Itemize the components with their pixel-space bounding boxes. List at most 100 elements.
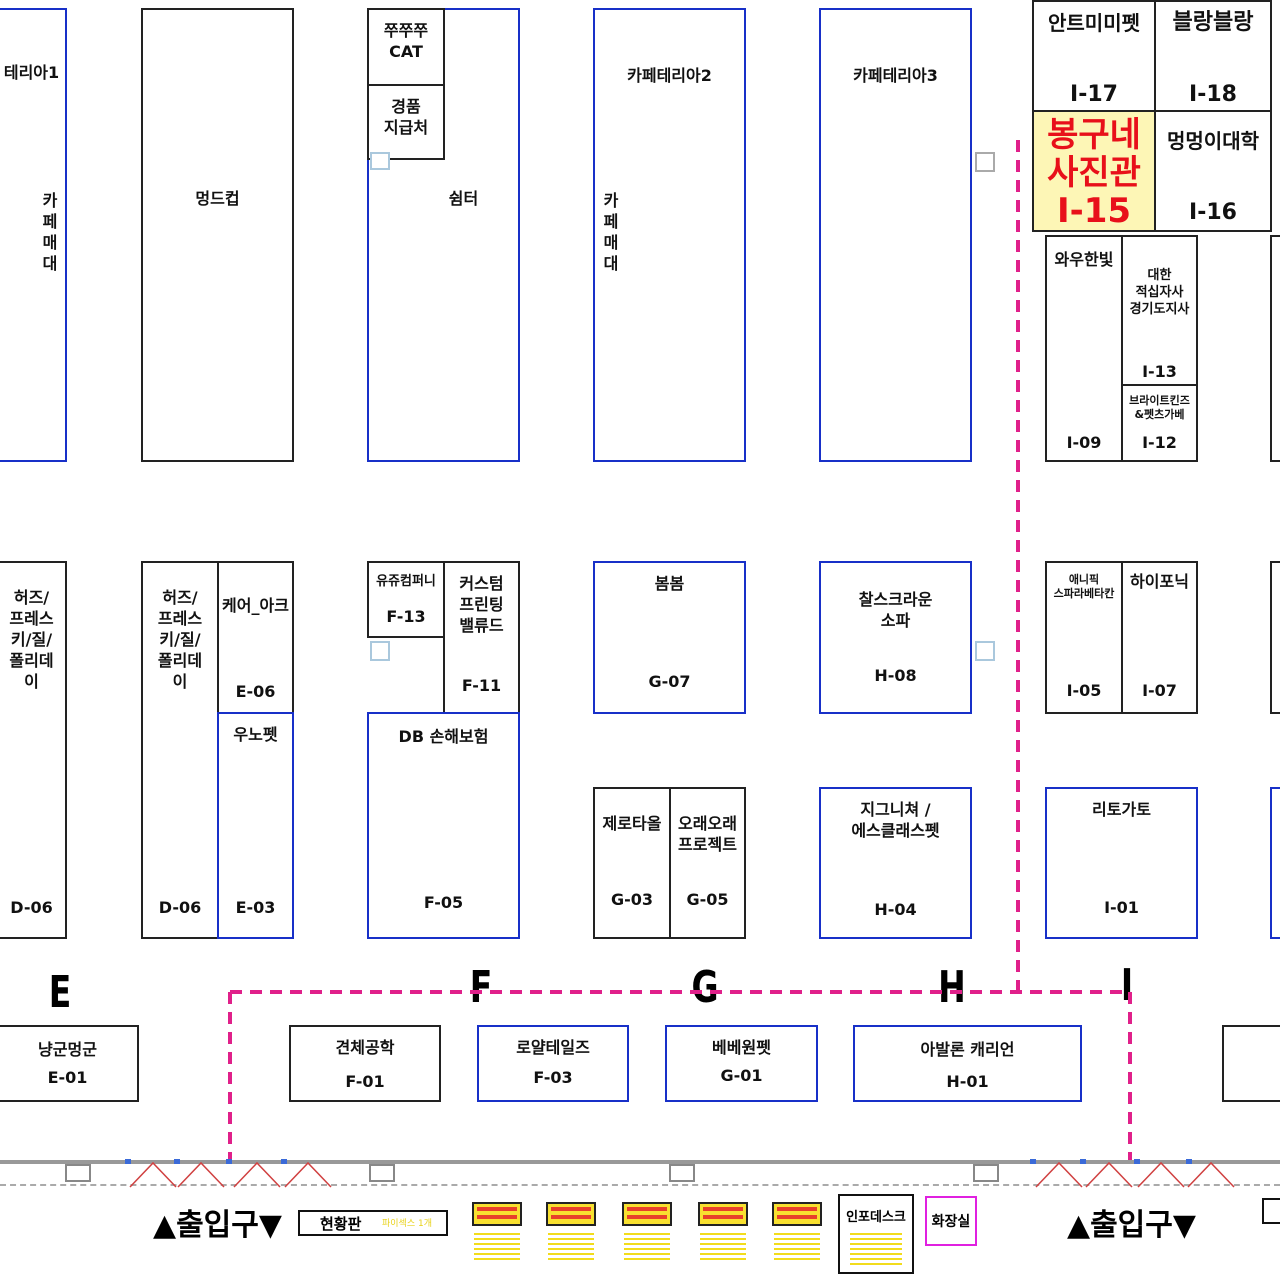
- booth-e03[interactable]: 우노펫 E-03: [217, 712, 294, 939]
- booth-name: 경품 지급처: [383, 97, 429, 137]
- booth-id: I-12: [1142, 433, 1177, 452]
- booth-i15-highlighted[interactable]: 봉구네 사진관 I-15: [1032, 110, 1156, 232]
- booth-id: F-13: [386, 607, 426, 626]
- booth-id: F-01: [345, 1072, 385, 1091]
- booth-g05[interactable]: 오래오래 프로젝트 G-05: [669, 787, 746, 939]
- booth-counter-label: 카 페 매 대: [42, 191, 58, 273]
- entrance-right-label: ▲출입구▼: [1067, 1208, 1196, 1243]
- booth-id: G-01: [720, 1066, 763, 1085]
- booth-i13[interactable]: 대한 적십자사 경기도지사 I-13: [1121, 235, 1198, 386]
- booth-name: 카페테리아3: [853, 66, 938, 85]
- booth-e01[interactable]: 냥군멍군 E-01: [0, 1025, 139, 1102]
- booth-name: 와우한빛: [1054, 250, 1114, 269]
- booth-name: 봄봄: [654, 574, 685, 593]
- booth-prize-desk[interactable]: 경품 지급처: [367, 84, 445, 160]
- booth-name: 안트미미펫: [1048, 11, 1140, 35]
- info-kiosk-3: [622, 1202, 672, 1262]
- booth-jjujju-cat[interactable]: 쭈쭈쭈 CAT: [367, 8, 445, 86]
- booth-edge-right-3[interactable]: [1270, 787, 1280, 939]
- booth-name: 베베원펫: [712, 1038, 771, 1057]
- booth-id: E-01: [47, 1068, 88, 1087]
- booth-f11[interactable]: 커스텀 프린팅 밸류드 F-11: [443, 561, 520, 714]
- booth-h04[interactable]: 지그니쳐 / 에스클래스펫 H-04: [819, 787, 972, 939]
- booth-edge-bottom-right: [1262, 1198, 1280, 1224]
- booth-name: 우노펫: [233, 725, 278, 744]
- info-desk-notes: [850, 1230, 902, 1268]
- booth-e06[interactable]: 케어_아크 E-06: [217, 561, 294, 714]
- booth-id: G-03: [610, 890, 654, 909]
- entrance-wall: [0, 1160, 1280, 1186]
- booth-i16[interactable]: 멍멍이대학 I-16: [1154, 110, 1272, 232]
- booth-d06[interactable]: 허즈/ 프레스 키/질/ 폴리데 이 D-06: [141, 561, 219, 939]
- booth-id: E-06: [235, 682, 276, 701]
- booth-name: 하이포닉: [1130, 572, 1189, 591]
- booth-edge-right-4[interactable]: [1222, 1025, 1280, 1102]
- info-kiosk-1: [472, 1202, 522, 1262]
- booth-h01[interactable]: 아발론 캐리언 H-01: [853, 1025, 1082, 1102]
- booth-id: G-05: [686, 890, 729, 909]
- booth-d06-left[interactable]: 허즈/ 프레스 키/질/ 폴리데 이 D-06: [0, 561, 67, 939]
- booth-h08[interactable]: 찰스크라운 소파 H-08: [819, 561, 972, 714]
- marker-square: [975, 641, 995, 661]
- booth-name: 멍드컵: [195, 189, 240, 208]
- booth-cafeteria-2[interactable]: 카페테리아2 카 페 매 대: [593, 8, 746, 462]
- booth-i09[interactable]: 와우한빛 I-09: [1045, 235, 1123, 462]
- hall-letter-h: H: [938, 962, 966, 1013]
- booth-id: I-16: [1189, 200, 1237, 225]
- booth-g01[interactable]: 베베원펫 G-01: [665, 1025, 818, 1102]
- booth-id: I-01: [1104, 898, 1139, 917]
- restroom[interactable]: 화장실: [925, 1196, 977, 1246]
- info-desk[interactable]: 인포데스크: [838, 1194, 914, 1274]
- booth-id: E-03: [235, 898, 276, 917]
- booth-edge-right-1[interactable]: [1270, 235, 1280, 462]
- status-board[interactable]: 현황판 파이섹스 1개: [298, 1210, 448, 1236]
- booth-g07[interactable]: 봄봄 G-07: [593, 561, 746, 714]
- booth-f13[interactable]: 유쥬컴퍼니 F-13: [367, 561, 445, 638]
- booth-counter-label: 카 페 매 대: [603, 191, 619, 273]
- booth-name: 유쥬컴퍼니: [376, 574, 436, 589]
- booth-i12[interactable]: 브라이트킨즈 &펫츠가베 I-12: [1121, 384, 1198, 462]
- booth-name: 브라이트킨즈 &펫츠가베: [1129, 394, 1190, 421]
- booth-id: D-06: [10, 898, 53, 917]
- entrance-left-label: ▲출입구▼: [153, 1208, 282, 1243]
- booth-id: H-08: [874, 666, 917, 685]
- booth-name: DB 손해보험: [398, 727, 489, 746]
- booth-name: 멍멍이대학: [1167, 129, 1259, 153]
- booth-i18[interactable]: 블랑블랑 I-18: [1154, 0, 1272, 112]
- booth-name: 테리아1: [3, 63, 60, 82]
- booth-name: 봉구네 사진관: [1047, 115, 1141, 193]
- marker-square: [370, 152, 390, 170]
- booth-f01[interactable]: 견체공학 F-01: [289, 1025, 441, 1102]
- booth-name: 커스텀 프린팅 밸류드: [459, 574, 504, 635]
- status-board-label: 현황판: [320, 1215, 362, 1233]
- booth-i07[interactable]: 하이포닉 I-07: [1121, 561, 1198, 714]
- booth-i17[interactable]: 안트미미펫 I-17: [1032, 0, 1156, 112]
- booth-i05[interactable]: 애니픽 스파라베타칸 I-05: [1045, 561, 1123, 714]
- status-board-note: 파이섹스 1개: [382, 1219, 432, 1229]
- booth-name: 케어_아크: [222, 596, 289, 615]
- info-kiosk-4: [698, 1202, 748, 1262]
- booth-name: 카페테리아2: [627, 66, 712, 85]
- booth-name: 지그니쳐 / 에스클래스펫: [851, 800, 940, 840]
- door-swings: [65, 1159, 1235, 1188]
- booth-name: 쭈쭈쭈 CAT: [383, 21, 429, 61]
- booth-f03[interactable]: 로얄테일즈 F-03: [477, 1025, 629, 1102]
- hall-letter-f: F: [469, 962, 493, 1013]
- booth-cafeteria-3[interactable]: 카페테리아3: [819, 8, 972, 462]
- booth-id: I-18: [1189, 82, 1237, 107]
- booth-cafeteria-1[interactable]: 테리아1 카 페 매 대: [0, 8, 67, 462]
- booth-edge-right-2[interactable]: [1270, 561, 1280, 714]
- booth-id: F-11: [461, 676, 502, 695]
- booth-id: I-13: [1142, 362, 1177, 381]
- booth-id: H-04: [874, 900, 917, 919]
- booth-f05[interactable]: DB 손해보험 F-05: [367, 712, 520, 939]
- booth-id: F-03: [533, 1068, 573, 1087]
- booth-g03[interactable]: 제로타올 G-03: [593, 787, 671, 939]
- booth-name: 로얄테일즈: [516, 1038, 590, 1057]
- marker-square: [370, 641, 390, 661]
- booth-name: 쉼터: [448, 189, 479, 208]
- booth-name: 제로타올: [602, 814, 662, 833]
- booth-mungdcup[interactable]: 멍드컵: [141, 8, 294, 462]
- booth-name: 오래오래 프로젝트: [678, 814, 737, 854]
- booth-i01[interactable]: 리토가토 I-01: [1045, 787, 1198, 939]
